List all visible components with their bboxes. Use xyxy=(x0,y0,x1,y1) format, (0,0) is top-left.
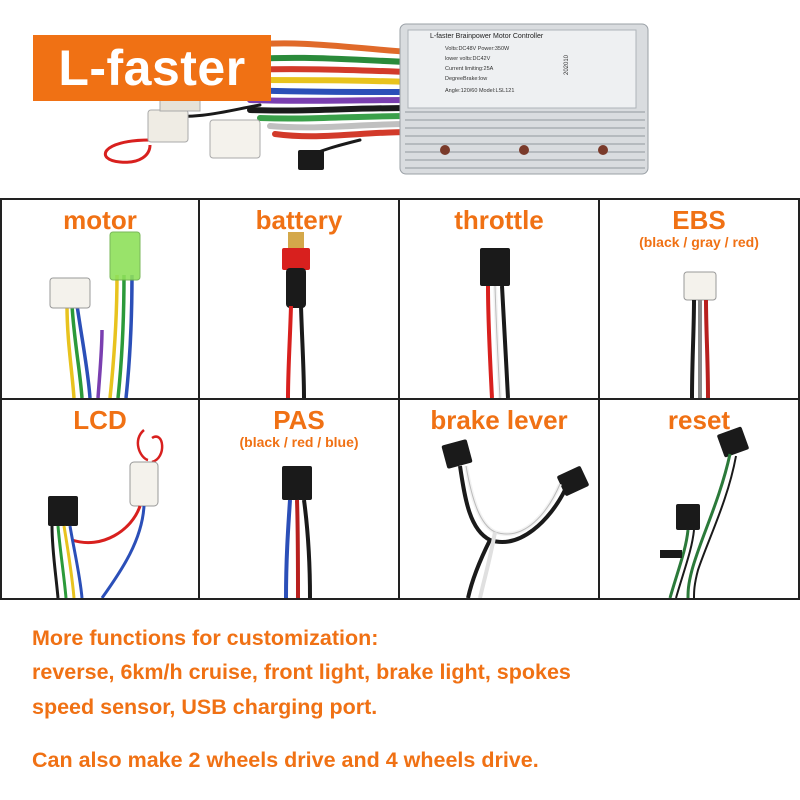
svg-text:Volts:DC48V Power:350W: Volts:DC48V Power:350W xyxy=(445,46,510,52)
connector-sublabel: (black / gray / red) xyxy=(639,234,759,250)
connector-label: PAS xyxy=(273,405,325,435)
info-functions-line: reverse, 6km/h cruise, front light, brak… xyxy=(32,660,571,684)
svg-text:Angle:120/60 Model:LSL121: Angle:120/60 Model:LSL121 xyxy=(445,88,514,94)
screw-icon xyxy=(519,145,529,155)
battery-connector-icon xyxy=(282,232,310,398)
connector-label: reset xyxy=(667,405,731,435)
connector-label: EBS xyxy=(672,205,726,235)
svg-text:202010: 202010 xyxy=(564,54,570,75)
brand-name: L-faster xyxy=(58,40,246,96)
info-functions-line-2: speed sensor, USB charging port. xyxy=(32,695,378,719)
red-wire-loop xyxy=(103,138,152,164)
brand-logo: L-faster xyxy=(33,35,271,101)
svg-text:Current limiting:25A: Current limiting:25A xyxy=(445,66,494,72)
cell-throttle: throttle xyxy=(400,200,600,400)
screw-icon xyxy=(440,145,450,155)
connector-label: LCD xyxy=(73,405,127,435)
cell-battery: battery xyxy=(200,200,400,400)
motor-connector-icon xyxy=(49,231,141,398)
cell-motor: motor xyxy=(0,200,200,400)
lcd-connector-icon xyxy=(48,429,164,598)
connector-label: throttle xyxy=(454,205,544,235)
controller-title: L-faster Brainpower Motor Controller xyxy=(430,33,544,40)
connector-label: battery xyxy=(255,205,343,235)
cell-lcd: LCD xyxy=(0,400,200,600)
svg-text:DegreeBrake:low: DegreeBrake:low xyxy=(445,76,487,82)
info-drive-note: Can also make 2 wheels drive and 4 wheel… xyxy=(32,748,539,772)
ebs-connector-icon xyxy=(683,271,717,398)
controller-box: L-faster Brainpower Motor Controller Vol… xyxy=(399,23,649,175)
white-connector-icon xyxy=(147,109,189,143)
reset-connector-icon xyxy=(660,426,749,598)
grid-top-border xyxy=(0,198,800,200)
connector-sublabel: (black / red / blue) xyxy=(239,434,359,450)
throttle-connector-icon xyxy=(480,248,510,398)
pas-connector-icon xyxy=(282,466,312,598)
svg-text:lower volts:DC42V: lower volts:DC42V xyxy=(445,56,491,62)
screw-icon xyxy=(598,145,608,155)
cell-reset: reset xyxy=(600,400,800,600)
cell-pas: PAS (black / red / blue) xyxy=(200,400,400,600)
connector-label: motor xyxy=(63,205,137,235)
black-connector-icon xyxy=(298,150,324,170)
cell-ebs: EBS (black / gray / red) xyxy=(600,200,800,400)
product-hero: L-faster Brainpower Motor Controller Vol… xyxy=(0,0,800,198)
connector-grid: motor battery throttle xyxy=(0,198,800,600)
info-heading: More functions for customization: xyxy=(32,626,379,650)
brake-lever-connector-icon xyxy=(441,439,589,598)
cell-brake-lever: brake lever xyxy=(400,400,600,600)
connector-label: brake lever xyxy=(430,405,568,435)
white-connector-icon xyxy=(209,119,261,159)
